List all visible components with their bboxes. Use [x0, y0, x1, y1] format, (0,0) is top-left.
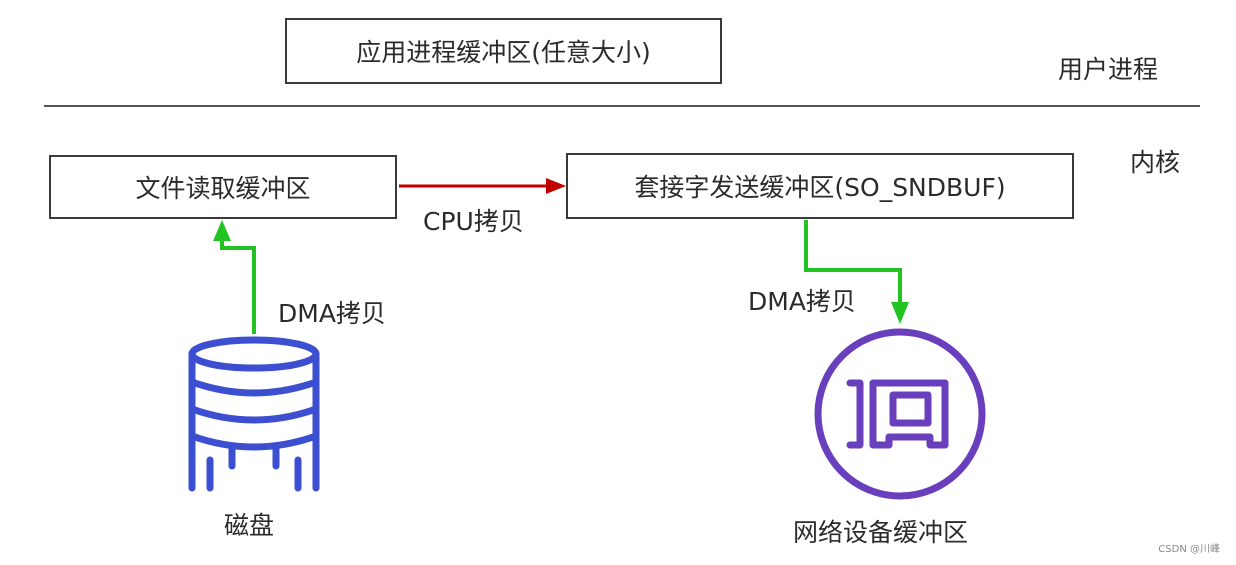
- cpu-copy-label: CPU拷贝: [423, 207, 524, 236]
- socket-send-buffer-label: 套接字发送缓冲区(SO_SNDBUF): [634, 173, 1006, 202]
- file-read-buffer-box: 文件读取缓冲区: [49, 155, 397, 219]
- kernel-label: 内核: [1130, 148, 1181, 177]
- disk-label: 磁盘: [224, 511, 275, 540]
- nic-buffer-label: 网络设备缓冲区: [793, 518, 969, 547]
- database-icon: [188, 336, 320, 492]
- cpu-copy-arrow: [399, 178, 566, 194]
- dma-copy-nic-label: DMA拷贝: [748, 287, 856, 316]
- csdn-watermark: CSDN @川峰: [1158, 544, 1220, 555]
- socket-send-buffer-box: 套接字发送缓冲区(SO_SNDBUF): [566, 153, 1074, 219]
- app-buffer-box: 应用进程缓冲区(任意大小): [285, 18, 722, 84]
- user-kernel-divider: [44, 105, 1200, 107]
- dma-copy-disk-arrow: [213, 220, 256, 334]
- network-card-icon: [814, 328, 986, 500]
- user-process-label: 用户进程: [1058, 55, 1159, 84]
- app-buffer-label: 应用进程缓冲区(任意大小): [356, 38, 651, 67]
- dma-copy-disk-label: DMA拷贝: [278, 299, 386, 328]
- dma-copy-nic-arrow: [804, 220, 909, 324]
- file-read-buffer-label: 文件读取缓冲区: [135, 174, 311, 203]
